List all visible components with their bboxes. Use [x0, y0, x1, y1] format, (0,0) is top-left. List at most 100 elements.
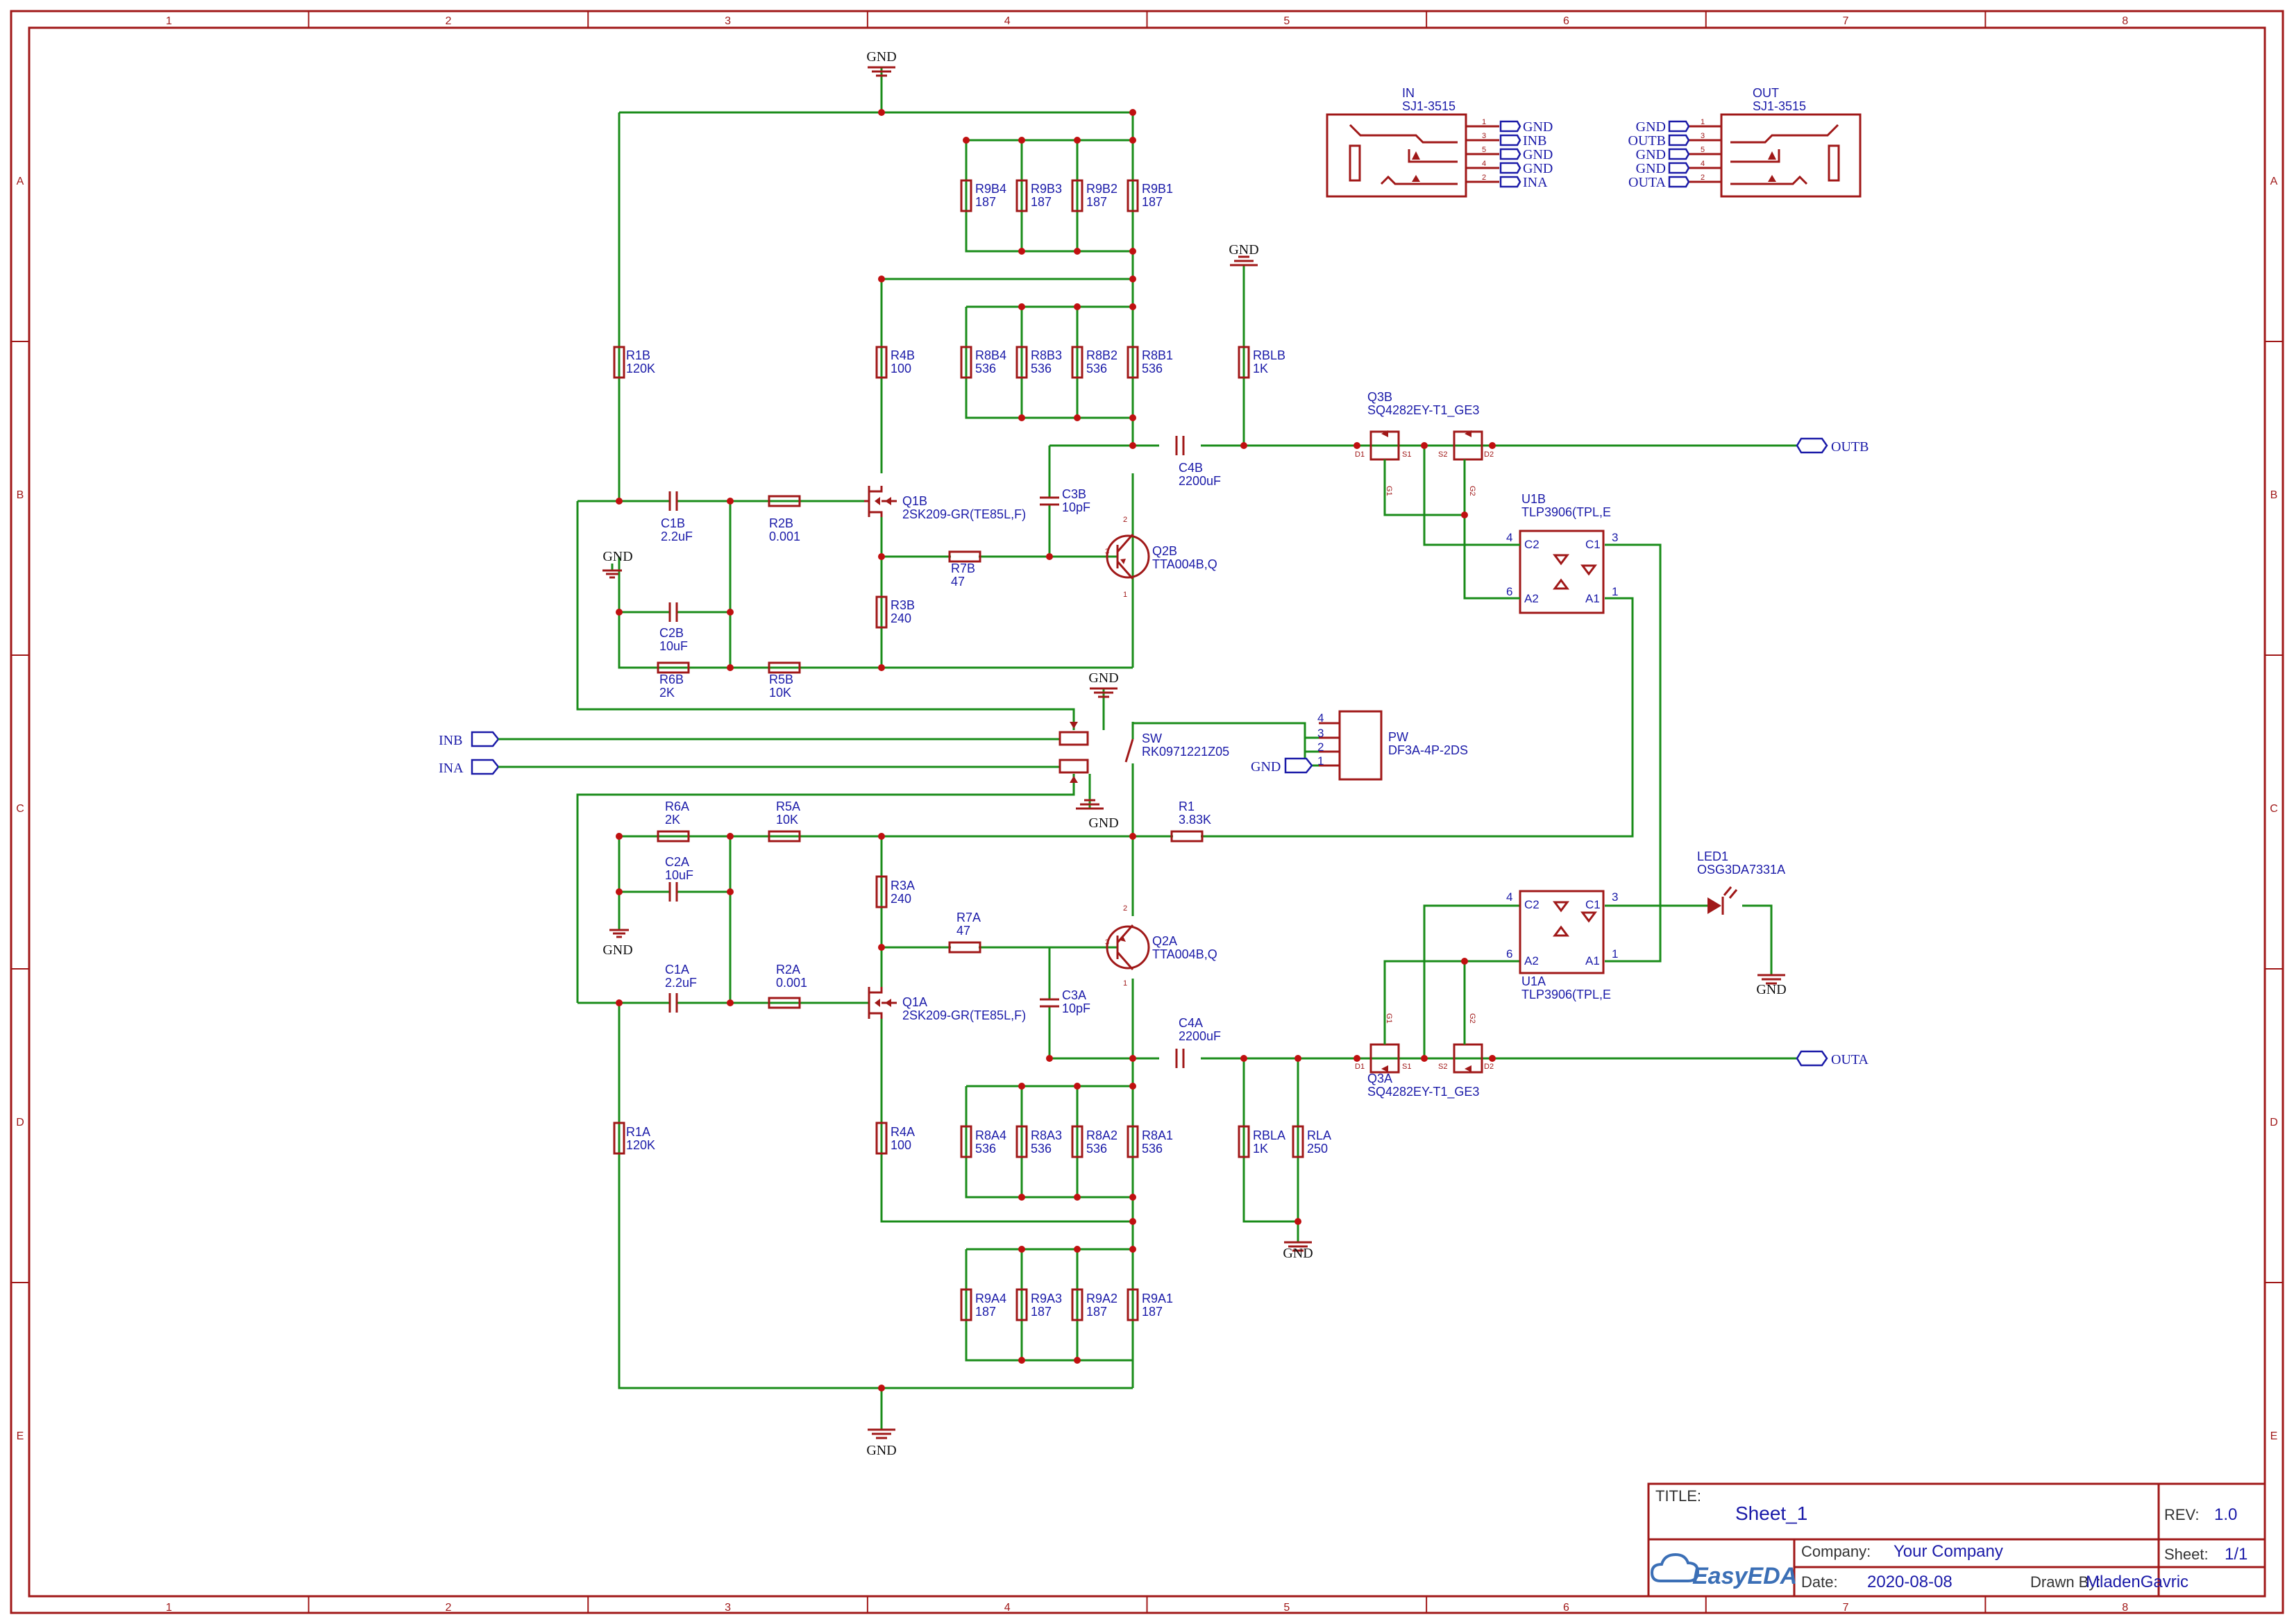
junction-dot: [1489, 442, 1496, 449]
net-label: OUTB: [1628, 133, 1666, 149]
part-ref: R2B: [769, 516, 793, 530]
part-ref: PW: [1388, 730, 1408, 744]
q2a-bjt: 3 2 1: [1105, 904, 1150, 988]
junction-dot: [1074, 1357, 1081, 1364]
part-value: 10pF: [1062, 500, 1090, 514]
junction-dot: [1294, 1055, 1301, 1062]
part-ref: Q2B: [1152, 544, 1177, 558]
part-ref: R4A: [891, 1125, 915, 1139]
part-value: 10pF: [1062, 1001, 1090, 1015]
junction-dot: [1074, 137, 1081, 144]
junction-dot: [963, 137, 970, 144]
resistor-r9a1: [1127, 1288, 1139, 1321]
part-value: 100: [891, 362, 911, 375]
part-ref: Q1A: [902, 995, 927, 1009]
port-outa: OUTA: [1492, 1050, 1869, 1067]
pin-name: C2: [1524, 898, 1540, 911]
junction-dot: [1018, 1083, 1025, 1090]
junction-dot: [616, 999, 623, 1006]
junction-dot: [1461, 511, 1468, 518]
resistor-r1b: [613, 346, 625, 379]
part-value: 536: [1031, 1142, 1052, 1156]
net-label: GND: [1636, 161, 1666, 176]
pin-number: 3: [1612, 890, 1618, 904]
part-value: 536: [1086, 362, 1107, 375]
pin-number: 3: [1105, 548, 1109, 556]
resistor-r1: [1170, 830, 1204, 843]
capacitor-c4a: [1175, 1049, 1185, 1068]
pin-name: C1: [1585, 898, 1601, 911]
sheet-label: Sheet:: [2164, 1546, 2209, 1563]
part-value: 2SK209-GR(TE85L,F): [902, 1008, 1026, 1022]
part-value: SQ4282EY-T1_GE3: [1367, 403, 1479, 418]
capacitor-c1b: [668, 491, 678, 511]
part-value: 10uF: [665, 868, 693, 882]
resistor-r9b1: [1127, 179, 1139, 212]
pin-number: 2: [1701, 174, 1705, 182]
pin-number: 3: [1317, 727, 1324, 740]
part-value: 240: [891, 892, 911, 906]
junction-dot: [1018, 1194, 1025, 1201]
part-value: 120K: [626, 362, 655, 375]
pin-name: G1: [1385, 1013, 1393, 1024]
junction-dot: [1074, 248, 1081, 255]
junction-dot: [1129, 109, 1136, 116]
pw-connector: GND 4 3 2 1: [1251, 710, 1383, 781]
junction-dot: [727, 498, 734, 505]
part-ref: SW: [1142, 731, 1162, 745]
part-value: 187: [1142, 195, 1163, 209]
junction-dot: [1018, 414, 1025, 421]
q3a-mosfet: D1 S1 S2 D2 G1 G2: [1355, 904, 1520, 1074]
part-ref: C4B: [1179, 461, 1203, 475]
u1a-optocoupler: C2 C1 A2 A1 4 3 6 1: [1506, 890, 1618, 974]
junction-dot: [1129, 1083, 1136, 1090]
junction-dot: [727, 999, 734, 1006]
gnd-rla: GND: [1283, 1241, 1313, 1261]
junction-dot: [878, 944, 885, 951]
resistor-r4b: [875, 346, 888, 379]
junction-dots: [616, 109, 1496, 1392]
resistor-r9b4: [960, 179, 972, 212]
resistor-r7b: [948, 550, 981, 563]
zone-row-label: D: [2270, 1117, 2278, 1128]
part-value: 10uF: [659, 639, 688, 653]
part-ref: R8B1: [1142, 348, 1173, 362]
q3b-mosfet: D1 S1 S2 D2 G1 G2: [1355, 430, 1520, 600]
part-value: 536: [1142, 1142, 1163, 1156]
pin-number: 1: [1123, 591, 1127, 599]
pin-number: 3: [1105, 938, 1109, 947]
part-ref: R7A: [956, 911, 981, 924]
capacitor-c3a: [1040, 998, 1059, 1008]
resistor-rla: [1292, 1125, 1304, 1158]
junction-dot: [1074, 414, 1081, 421]
net-label: INA: [439, 761, 464, 776]
gnd-label: GND: [1088, 670, 1118, 686]
part-ref: R3A: [891, 879, 915, 893]
part-ref: R8A2: [1086, 1128, 1118, 1142]
zone-column-label: 4: [1004, 15, 1011, 27]
zone-row-label: A: [17, 176, 24, 187]
q1b-jfet: [864, 486, 897, 517]
part-value: 0.001: [769, 530, 800, 543]
junction-dot: [727, 609, 734, 616]
pin-number: 6: [1506, 947, 1512, 961]
resistor-r8a2: [1071, 1125, 1083, 1158]
gnd-label: GND: [866, 49, 896, 65]
part-ref: R7B: [951, 561, 975, 575]
part-ref: R3B: [891, 598, 915, 612]
resistor-r6b: [657, 661, 690, 674]
part-ref: R9B1: [1142, 182, 1173, 196]
net-label: INA: [1523, 175, 1548, 190]
volume-pot: [1059, 722, 1089, 783]
